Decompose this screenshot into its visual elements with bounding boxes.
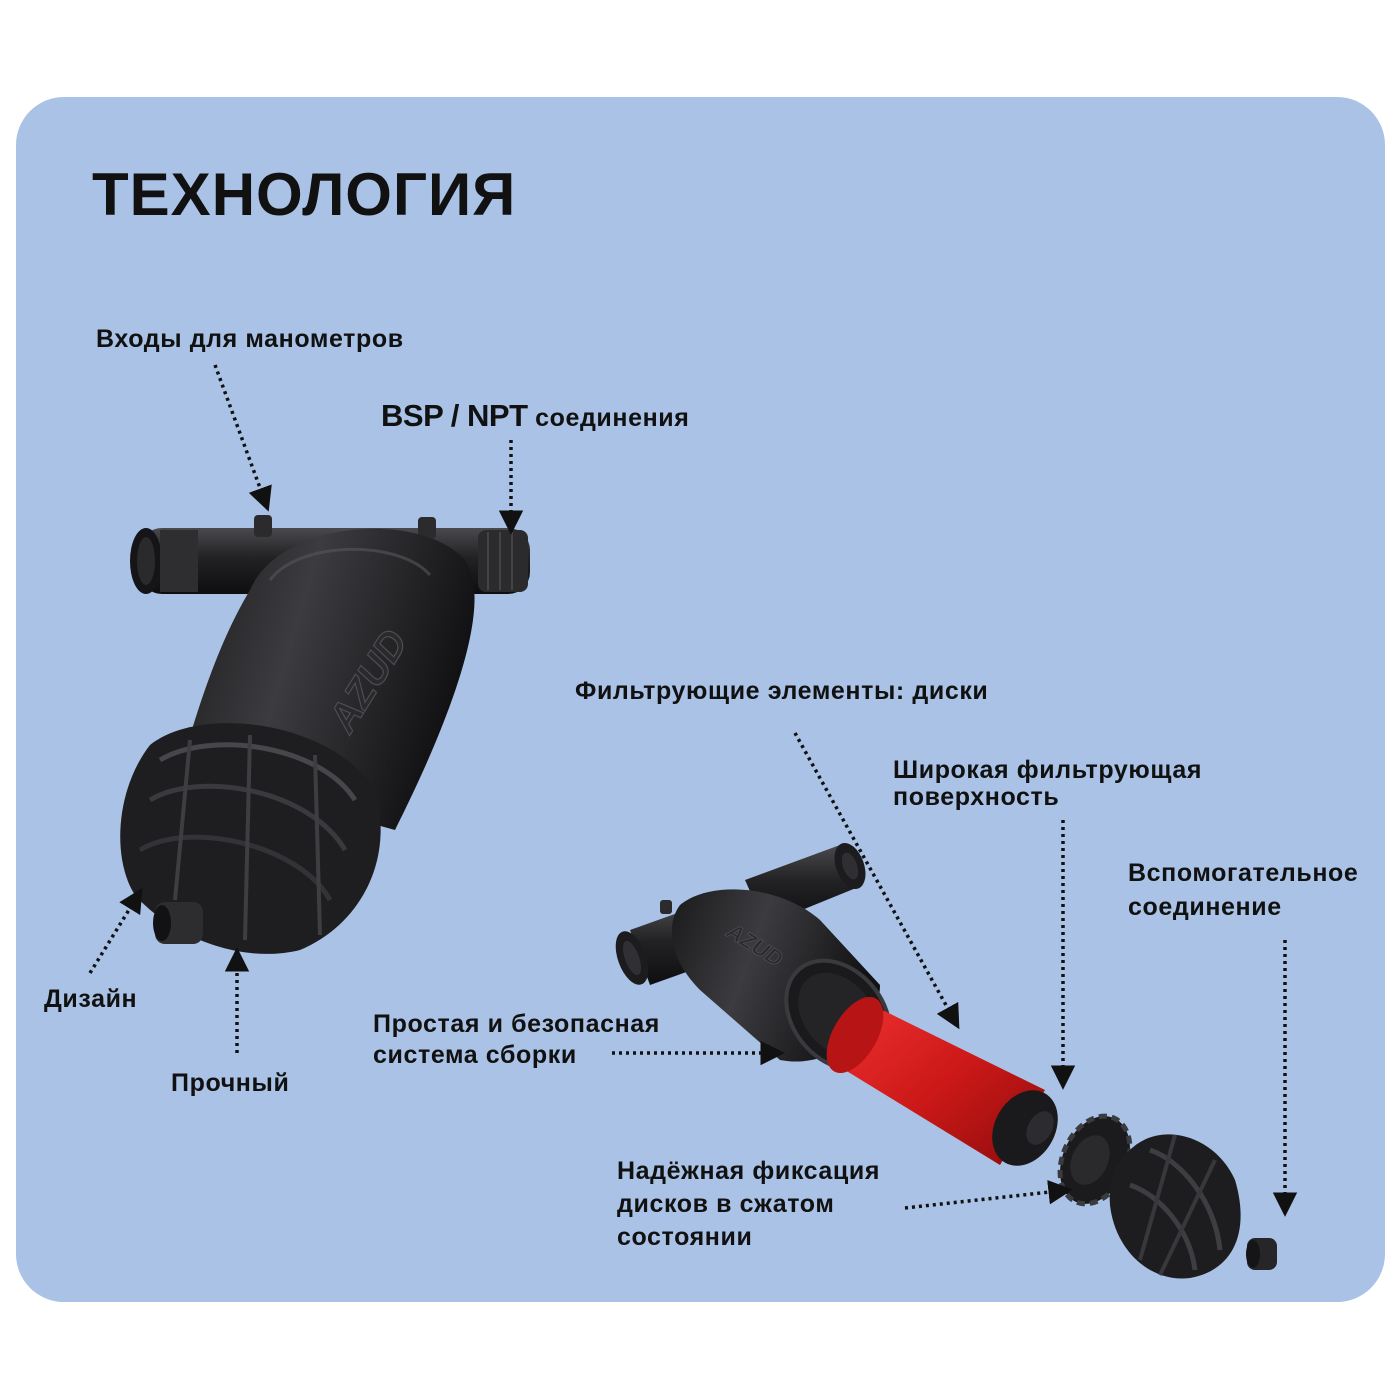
label-bsp-npt-rest: соединения xyxy=(527,404,690,432)
label-filter-discs: Фильтрующие элементы: диски xyxy=(575,677,989,705)
label-bsp-npt-strong: BSP / NPT xyxy=(381,398,528,433)
arrow-fix xyxy=(904,1179,1073,1210)
main-filter: AZUD xyxy=(120,515,530,954)
disc-cartridge xyxy=(826,997,1058,1166)
label-aux-connection: Вспомогательное соединение xyxy=(1128,856,1358,924)
label-aux-line-2: соединение xyxy=(1128,893,1282,921)
label-assembly: Простая и безопасная система сборки xyxy=(373,1009,660,1071)
page-title: ТЕХНОЛОГИЯ xyxy=(92,161,517,228)
label-assembly-line-1: Простая и безопасная xyxy=(373,1010,660,1038)
gauge-ports xyxy=(254,515,436,539)
label-fix-line-1: Надёжная фиксация xyxy=(617,1157,881,1185)
label-fix-line-3: состоянии xyxy=(617,1223,753,1251)
label-assembly-line-2: система сборки xyxy=(373,1041,577,1069)
label-disc-fixation: Надёжная фиксация дисков в сжатом состояни… xyxy=(617,1155,880,1254)
label-gauge-inputs: Входы для манометров xyxy=(96,325,404,353)
label-wide-surface-line-2: поверхность xyxy=(893,783,1060,811)
arrow-gauge-inputs xyxy=(213,364,272,512)
label-fix-line-2: дисков в сжатом xyxy=(617,1190,835,1218)
label-bsp-npt-connections: BSP / NPT соединения xyxy=(381,400,689,434)
label-durable: Прочный xyxy=(171,1069,290,1097)
label-design: Дизайн xyxy=(44,985,138,1013)
label-wide-surface-line-1: Широкая фильтрующая xyxy=(893,756,1203,784)
callout-arrows xyxy=(88,364,1298,1217)
main-filter-bowl xyxy=(120,723,381,954)
filter-cover xyxy=(1109,1134,1241,1279)
exploded-housing xyxy=(660,889,892,1072)
exploded-filter: AZUD xyxy=(615,842,1277,1279)
label-aux-line-1: Вспомогательное xyxy=(1128,859,1359,887)
aux-plug xyxy=(1246,1238,1277,1270)
arrow-design xyxy=(88,887,143,974)
